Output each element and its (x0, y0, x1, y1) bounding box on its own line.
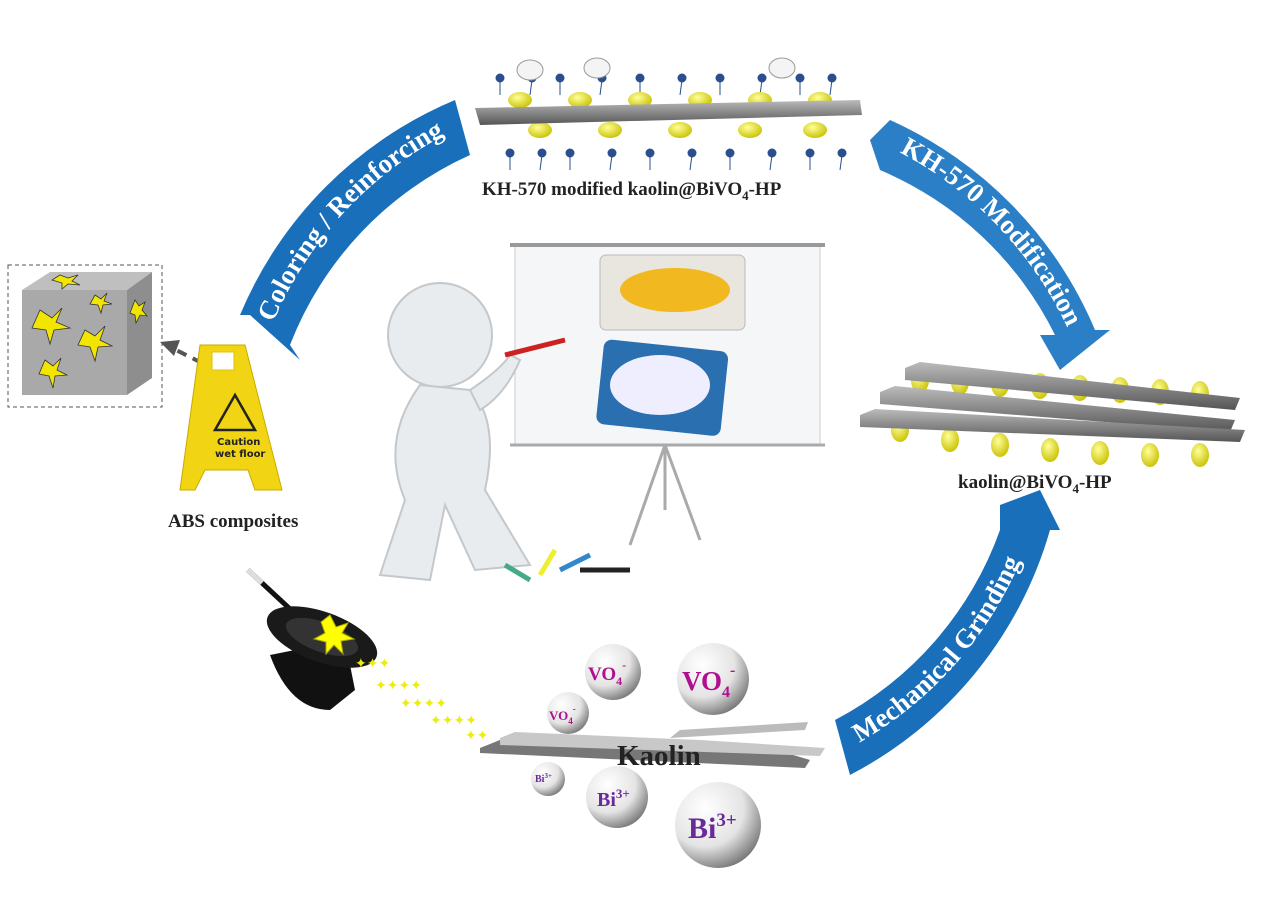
svg-text:✦✦✦✦: ✦✦✦✦ (375, 678, 422, 694)
svg-text:✦✦✦✦: ✦✦✦✦ (400, 696, 447, 712)
modification-arrow: KH-570 Modification (870, 120, 1110, 370)
modified-kaolin-label: KH-570 modified kaolin@BiVO4-HP (482, 179, 782, 203)
sign-text-caution: Caution (217, 437, 260, 448)
sign-text-wet-floor: wet floor (215, 449, 265, 460)
ion-spheres: VO4- VO4- VO4- Bi3+ Bi3+ Bi3+ (531, 643, 761, 868)
svg-text:✦✦: ✦✦ (465, 728, 489, 744)
svg-text:✦✦✦: ✦✦✦ (355, 656, 390, 672)
abs-pellets (610, 355, 710, 415)
presenter-illustration (378, 243, 825, 583)
dashed-arrow-head (160, 340, 180, 356)
dashed-arrow (171, 346, 233, 380)
svg-text:VO4-: VO4- (588, 658, 626, 688)
bi-ion-small: Bi3+ (531, 762, 565, 796)
caution-sign: Caution wet floor (179, 344, 283, 491)
vo4-ion-medium: VO4- (585, 644, 641, 700)
kaolin-bivo4-illustration: kaolin@BiVO4-HP (860, 362, 1245, 496)
kaolin-label: Kaolin (617, 740, 701, 772)
svg-text:VO4-: VO4- (682, 662, 735, 701)
svg-text:VO4-: VO4- (549, 704, 576, 726)
magic-hat-illustration: ✦✦✦✦✦✦✦ ✦✦✦✦✦✦✦✦✦✦ (246, 568, 489, 744)
kaolin-bivo4-label: kaolin@BiVO4-HP (958, 472, 1112, 496)
kaolin-plates: Kaolin (480, 722, 825, 772)
yellow-pigment (620, 268, 730, 312)
abs-composites-label: ABS composites (168, 511, 298, 532)
grinding-arrow: Mechanical Grinding (835, 490, 1060, 775)
vo4-ion-large: VO4- (677, 643, 749, 715)
vo4-ion-small: VO4- (547, 692, 589, 734)
svg-text:Bi3+: Bi3+ (597, 786, 630, 811)
marker-pen (504, 337, 566, 358)
bi-ion-large: Bi3+ (675, 782, 761, 868)
svg-text:✦✦✦✦: ✦✦✦✦ (430, 713, 477, 729)
modified-kaolin-illustration: KH-570 modified kaolin@BiVO4-HP (475, 57, 862, 203)
svg-text:Bi3+: Bi3+ (688, 810, 737, 845)
svg-text:Bi3+: Bi3+ (535, 772, 552, 785)
abs-composite-cube (7, 264, 163, 408)
bi-ion-medium: Bi3+ (586, 766, 648, 828)
